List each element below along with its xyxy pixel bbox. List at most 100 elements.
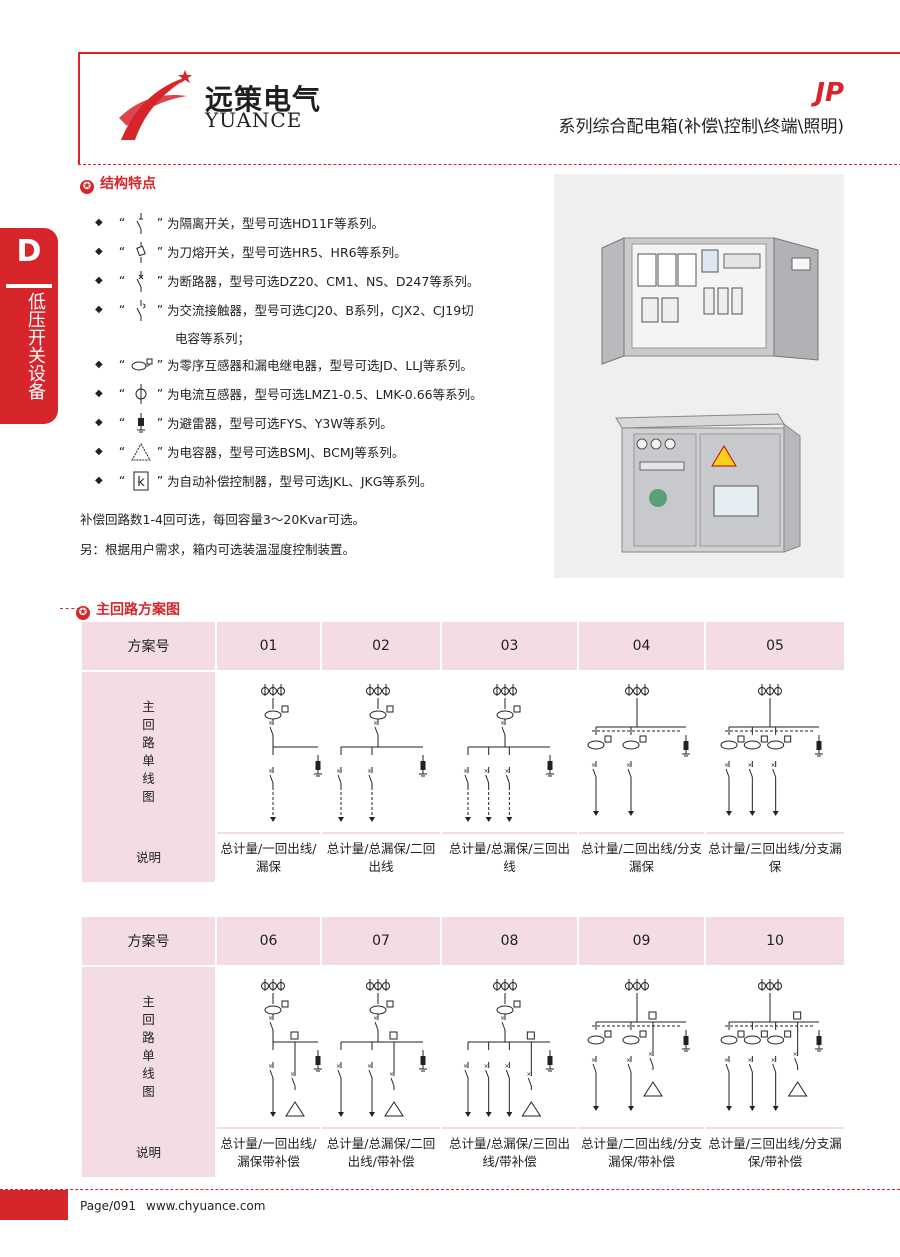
- feature-item: ◆“”为电流互感器，型号可选LMZ1-0.5、LMK-0.66等系列。: [95, 379, 545, 408]
- quote-mark: “: [118, 273, 126, 288]
- circuit-title: ✪主回路方案图: [76, 599, 180, 620]
- feature-text: 为隔离开关，型号可选HD11F等系列。: [167, 216, 385, 231]
- svg-text:×: ×: [463, 1063, 468, 1070]
- diagram-label: 主回路单线图: [82, 967, 215, 1129]
- arrester-symbol-icon: [137, 412, 145, 432]
- circuit-diagram-10: ××××: [706, 967, 844, 1129]
- category-letter: D: [16, 234, 42, 269]
- scheme-number: 10: [706, 917, 844, 967]
- description-row: 说明 总计量/一回出线/漏保带补偿 总计量/总漏保/二回出线/带补偿 总计量/总…: [82, 1129, 844, 1177]
- closed-cabinet-photo: [615, 413, 801, 553]
- svg-text:×: ×: [268, 720, 273, 727]
- diamond-bullet-icon: ◆: [95, 246, 103, 257]
- feature-item: ◆“”为零序互感器和漏电继电器，型号可选JD、LLJ等系列。: [95, 350, 545, 379]
- footer-divider: [0, 1189, 900, 1190]
- feature-text: 电容等系列；: [175, 330, 251, 346]
- loop-note: 补偿回路数1-4回可选，每回容量3～20Kvar可选。: [80, 512, 366, 527]
- svg-text:×: ×: [648, 1051, 653, 1058]
- scheme-description: 总计量/一回出线/漏保带补偿: [217, 1129, 320, 1177]
- feature-item: ◆“”为电容器，型号可选BSMJ、BCMJ等系列。: [95, 437, 545, 466]
- feature-item: ◆“”为刀熔开关，型号可选HR5、HR6等系列。: [95, 237, 545, 266]
- scheme-table-1: 方案号 01 02 03 04 05 主回路单线图 ×× ××× ×××× ××…: [80, 622, 846, 882]
- feature-text: 为零序互感器和漏电继电器，型号可选JD、LLJ等系列。: [167, 358, 473, 373]
- circuit-diagram-03: ××××: [442, 672, 577, 834]
- quote-mark: ”: [156, 415, 164, 430]
- svg-text:×: ×: [483, 1063, 488, 1070]
- star-icon: ✪: [80, 180, 94, 194]
- svg-text:×: ×: [268, 1063, 273, 1070]
- header-frame: [78, 52, 900, 165]
- category-side-tab: D 低压开关设备: [0, 228, 58, 424]
- scheme-description: 总计量/三回出线/分支漏保/带补偿: [706, 1129, 844, 1177]
- svg-text:×: ×: [336, 1063, 341, 1070]
- svg-text:×: ×: [626, 762, 631, 769]
- zero-ct-symbol-icon: [131, 358, 153, 370]
- website-link[interactable]: www.chyuance.com: [146, 1199, 266, 1213]
- desc-label: 说明: [82, 1129, 215, 1177]
- feature-item: 电容等系列；: [95, 324, 545, 350]
- features-title: ✪结构特点: [80, 173, 156, 194]
- svg-text:×: ×: [771, 762, 776, 769]
- feature-text: 为断路器，型号可选DZ20、CM1、NS、D247等系列。: [167, 274, 480, 289]
- yuance-logo: [119, 70, 192, 140]
- svg-text:×: ×: [591, 1057, 596, 1064]
- svg-text:×: ×: [483, 768, 488, 775]
- footer-accent-bar: [0, 1190, 68, 1220]
- quote-mark: ”: [156, 357, 164, 372]
- svg-text:×: ×: [367, 1063, 372, 1070]
- contactor-symbol-icon: [136, 299, 146, 321]
- product-photo-panel: [554, 174, 844, 578]
- feature-text: 为自动补偿控制器，型号可选JKL、JKG等系列。: [167, 474, 433, 489]
- feature-item: ◆“”为交流接触器，型号可选CJ20、B系列，CJX2、CJ19切: [95, 295, 545, 324]
- svg-text:×: ×: [290, 1071, 295, 1078]
- svg-text:×: ×: [591, 762, 596, 769]
- quote-mark: “: [118, 444, 126, 459]
- scheme-number: 04: [579, 622, 704, 672]
- quote-mark: “: [118, 215, 126, 230]
- scheme-description: 总计量/总漏保/三回出线/带补偿: [442, 1129, 577, 1177]
- brand-name-cn: 远策电气: [205, 83, 322, 116]
- scheme-description: 总计量/总漏保/二回出线: [322, 834, 440, 882]
- scheme-number: 03: [442, 622, 577, 672]
- svg-text:×: ×: [771, 1057, 776, 1064]
- svg-text:×: ×: [500, 720, 505, 727]
- page-number: Page/091: [80, 1199, 136, 1213]
- scheme-table-2: 方案号 06 07 08 09 10 主回路单线图 × × × × × × × × × × × ×…: [80, 917, 846, 1177]
- capacitor-symbol-icon: [131, 442, 151, 460]
- brand-name-en: YUANCE: [205, 108, 303, 132]
- feature-text: 为交流接触器，型号可选CJ20、B系列，CJX2、CJ19切: [167, 303, 474, 318]
- quote-mark: ”: [156, 386, 164, 401]
- quote-mark: “: [118, 473, 126, 488]
- scheme-label: 方案号: [82, 917, 215, 967]
- scheme-number: 01: [217, 622, 320, 672]
- svg-text:×: ×: [747, 1057, 752, 1064]
- diagram-row: 主回路单线图 ×× ××× ×××× ×× ×××: [82, 672, 844, 834]
- quote-mark: ”: [156, 273, 164, 288]
- diamond-bullet-icon: ◆: [95, 475, 103, 486]
- scheme-number: 02: [322, 622, 440, 672]
- feature-text: 为电流互感器，型号可选LMZ1-0.5、LMK-0.66等系列。: [167, 387, 483, 402]
- feature-text: 为电容器，型号可选BSMJ、BCMJ等系列。: [167, 445, 405, 460]
- circuit-diagram-05: ×××: [706, 672, 844, 834]
- svg-text:×: ×: [268, 768, 273, 775]
- svg-text:×: ×: [268, 1015, 273, 1022]
- svg-text:×: ×: [724, 762, 729, 769]
- table-header-row: 方案号 06 07 08 09 10: [82, 917, 844, 967]
- quote-mark: ”: [156, 444, 164, 459]
- series-code: JP: [815, 78, 844, 108]
- diamond-bullet-icon: ◆: [95, 275, 103, 286]
- svg-text:×: ×: [724, 1057, 729, 1064]
- scheme-description: 总计量/二回出线/分支漏保/带补偿: [579, 1129, 704, 1177]
- scheme-number: 08: [442, 917, 577, 967]
- breaker-symbol-icon: [136, 270, 144, 292]
- scheme-label: 方案号: [82, 622, 215, 672]
- circuit-diagram-04: ××: [579, 672, 704, 834]
- diamond-bullet-icon: ◆: [95, 359, 103, 370]
- category-name: 低压开关设备: [25, 292, 46, 400]
- feature-item: ◆“k”为自动补偿控制器，型号可选JKL、JKG等系列。: [95, 466, 545, 495]
- desc-label: 说明: [82, 834, 215, 882]
- quote-mark: “: [118, 302, 126, 317]
- circuit-diagram-01: ××: [217, 672, 322, 834]
- controller-symbol-icon: k: [133, 471, 149, 490]
- scheme-description: 总计量/二回出线/分支漏保: [579, 834, 704, 882]
